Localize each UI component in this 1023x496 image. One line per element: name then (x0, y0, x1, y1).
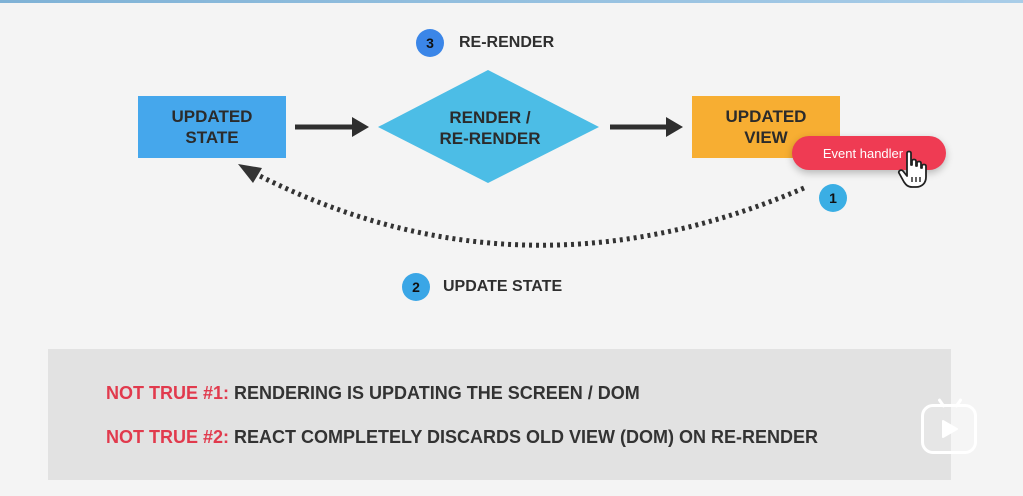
step-1-badge: 1 (819, 184, 847, 212)
render-diamond-label: RENDER / RE-RENDER (439, 108, 541, 148)
step-2-label: UPDATE STATE (443, 278, 563, 295)
render-diamond (378, 70, 599, 183)
event-handler-label: Event handler (822, 145, 904, 161)
dotted-arrow-update-state (250, 169, 805, 248)
myth-2: NOT TRUE #2: REACT COMPLETELY DISCARDS O… (106, 427, 818, 448)
myth-2-text: REACT COMPLETELY DISCARDS OLD VIEW (DOM)… (229, 427, 819, 447)
hand-cursor-icon (897, 150, 927, 188)
myth-1-tag: NOT TRUE #1: (106, 383, 230, 403)
updated-state-box: UPDATED STATE (138, 96, 286, 158)
step-3-badge: 3 (416, 29, 444, 57)
dotted-arrowhead (238, 164, 262, 183)
top-progress-line (0, 0, 1023, 3)
play-icon[interactable] (921, 404, 977, 454)
myth-1-text: RENDERING IS UPDATING THE SCREEN / DOM (229, 383, 640, 403)
arrowhead-render-to-view (666, 117, 683, 137)
flow-diagram (238, 70, 805, 248)
arrowhead-state-to-render (352, 117, 369, 137)
step-3-label: RE-RENDER (459, 34, 555, 51)
myth-2-tag: NOT TRUE #2: (106, 427, 230, 447)
myths-panel (48, 349, 951, 480)
myth-1: NOT TRUE #1: RENDERING IS UPDATING THE S… (106, 383, 640, 404)
step-2-badge: 2 (402, 273, 430, 301)
